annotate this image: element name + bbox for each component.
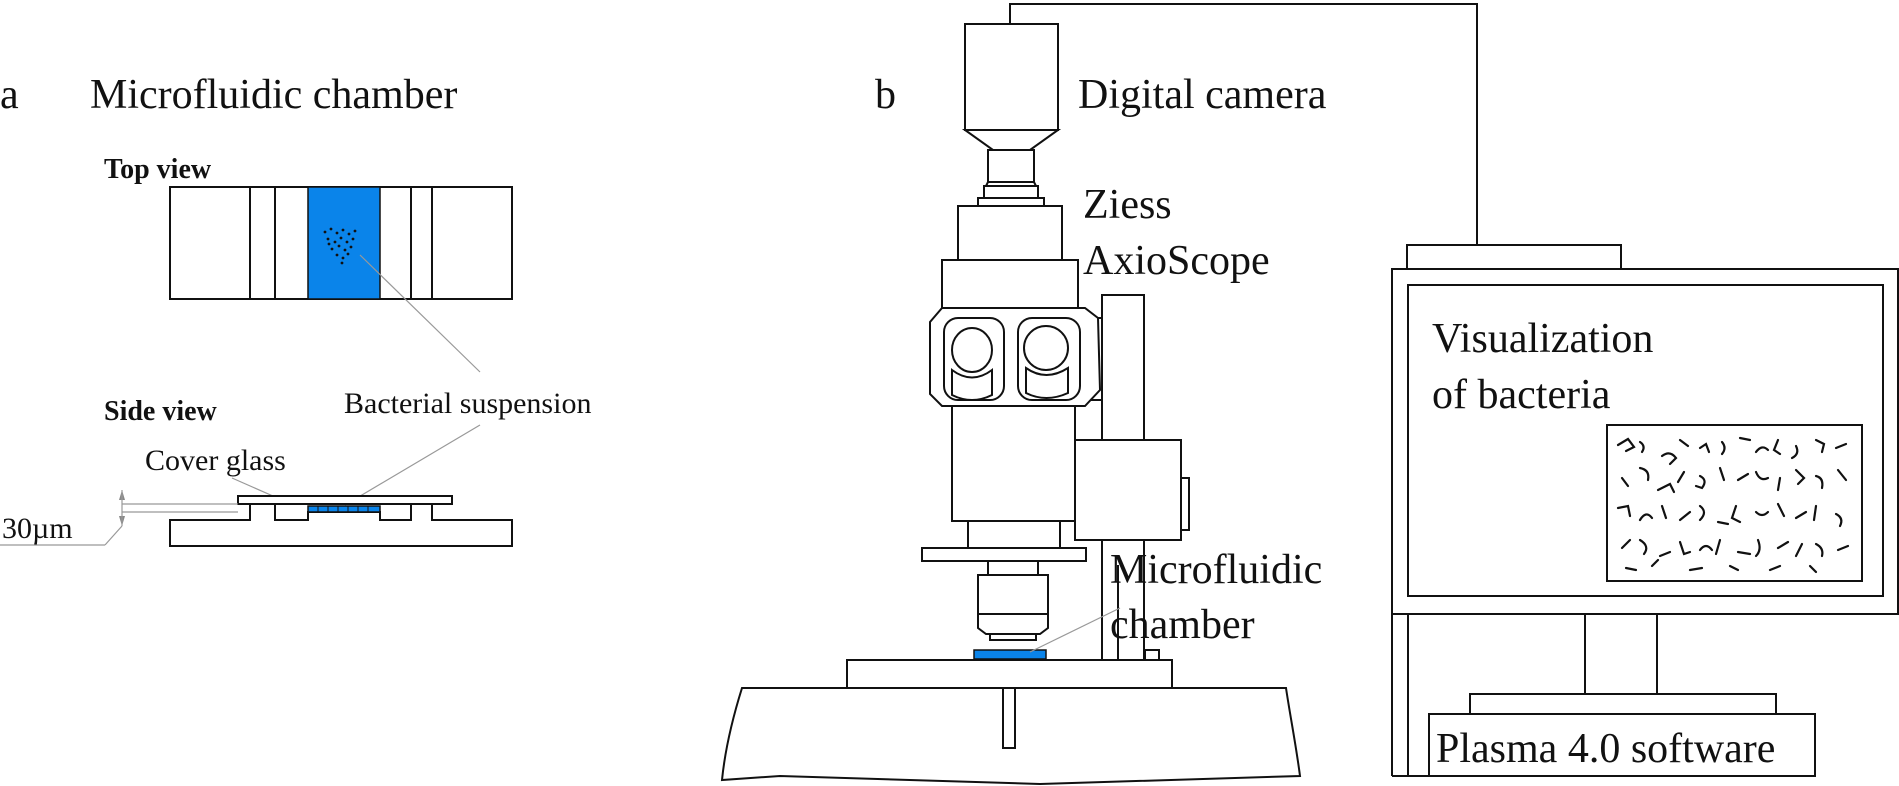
- microfluidic-chamber-slide: [973, 649, 1047, 660]
- microscope-stage: [846, 659, 1173, 689]
- panel-a: a Microfluidic chamber Top view: [0, 72, 591, 547]
- screen-label-line1: Visualization: [1432, 316, 1653, 362]
- eyepiece-right: [1023, 325, 1069, 371]
- stage-post: [1002, 687, 1016, 749]
- microscope-arm: [1074, 439, 1182, 541]
- suspension-leader-top: [359, 254, 481, 373]
- suspension-label: Bacterial suspension: [344, 387, 591, 420]
- microscope-label-line1: Ziess: [1083, 182, 1172, 228]
- chamber-leader: [1029, 607, 1121, 653]
- camera-label: Digital camera: [1078, 72, 1327, 118]
- suspension-leader-side: [344, 424, 481, 506]
- bacteria-image: [1606, 424, 1863, 582]
- microscope-body: [951, 405, 1076, 522]
- monitor-top-box: [1406, 244, 1622, 270]
- cover-glass: [237, 495, 453, 505]
- bacteria-dots: [323, 227, 357, 265]
- microscope-label-line2: AxioScope: [1083, 238, 1270, 284]
- objective-lens: [977, 574, 1049, 635]
- microscope: [720, 205, 1302, 786]
- thickness-dimension: [0, 490, 238, 546]
- chamber-label-line2: chamber: [1110, 602, 1255, 648]
- panel-b-letter: b: [875, 72, 896, 118]
- software-label: Plasma 4.0 software: [1436, 726, 1775, 772]
- camera-cable: [1009, 3, 1478, 245]
- chamber-label-line1: Microfluidic: [1110, 547, 1322, 593]
- specimen-plate: [921, 547, 1087, 562]
- chamber-side-view: [169, 495, 513, 547]
- suspension-channel-top: [307, 186, 381, 300]
- panel-a-letter: a: [0, 72, 19, 118]
- chamber-slide: [169, 503, 513, 547]
- panel-b: b Digital camera: [720, 3, 1899, 786]
- monitor-base: [1469, 693, 1777, 715]
- cover-glass-label: Cover glass: [145, 444, 286, 477]
- chamber-top-view: [169, 186, 513, 300]
- top-view-label: Top view: [104, 154, 212, 185]
- monitor-stand: [1584, 613, 1658, 695]
- panel-a-title: Microfluidic chamber: [90, 72, 457, 118]
- thickness-label: 30µm: [2, 512, 73, 545]
- side-view-label: Side view: [104, 396, 218, 427]
- software-box: [1428, 713, 1816, 777]
- digital-camera: [961, 23, 1062, 207]
- eyepiece-left: [951, 327, 993, 373]
- suspension-channel-side: [307, 505, 381, 513]
- screen-label-line2: of bacteria: [1432, 372, 1611, 418]
- stage-knob: [1144, 649, 1160, 661]
